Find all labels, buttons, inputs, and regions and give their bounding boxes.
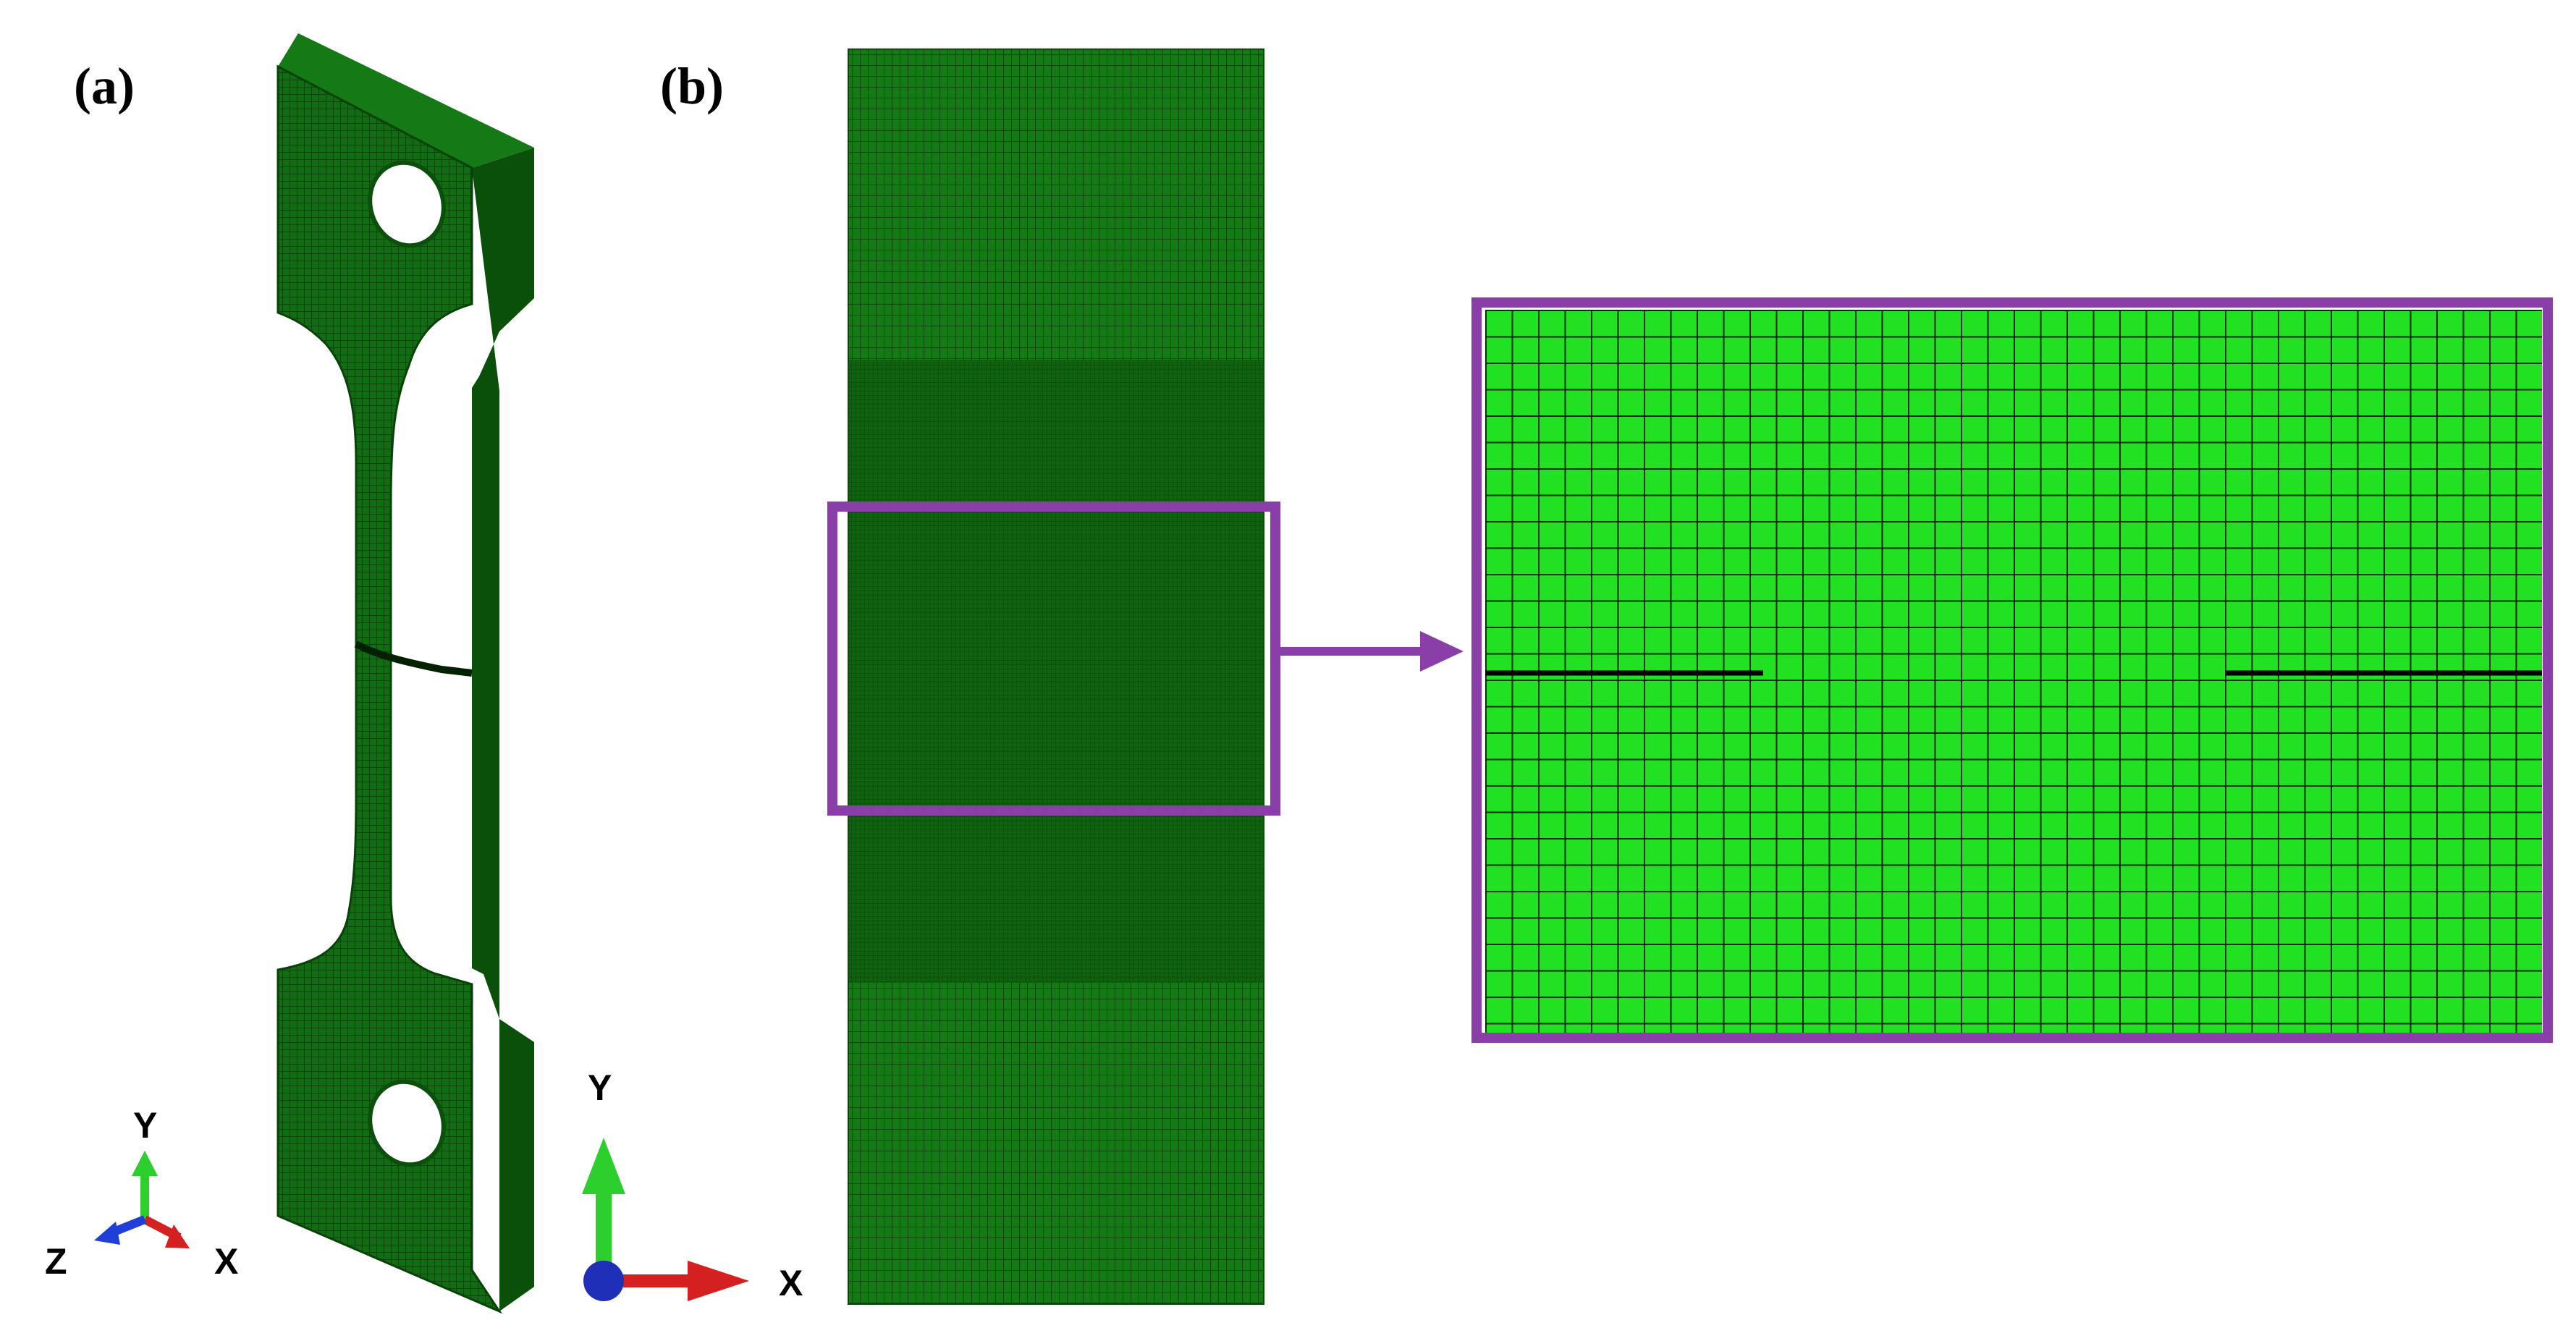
specimen-3d (276, 33, 534, 1314)
axis-b-origin (583, 1261, 624, 1301)
specimen-crack-band (354, 640, 473, 677)
specimen-bottom-hole (368, 1079, 446, 1167)
zoomed-mesh-frame (1471, 297, 2553, 1043)
axis-a-z-label: Z (45, 1241, 67, 1282)
specimen-top-edge (278, 33, 534, 168)
specimen-front-face (276, 64, 503, 1314)
zoomed-mesh (1471, 297, 2553, 1043)
axis-a-x-label: X (214, 1241, 238, 1282)
specimen-side-face (472, 148, 534, 1311)
zoom-region-box (827, 502, 1280, 816)
axis-b-y-label: Y (588, 1067, 612, 1108)
mesh-zone-upper-dense (848, 360, 1264, 521)
panel-a-label: (a) (74, 57, 135, 115)
axis-triad-b: Y X (582, 1067, 803, 1303)
mesh-zone-top-coarse (848, 49, 1264, 360)
mesh-zone-lower-dense (848, 819, 1264, 983)
mesh-zone-center-dense (848, 521, 1264, 819)
mesh-zone-bottom-coarse (848, 983, 1264, 1304)
axis-triad-a: Y Z X (45, 1105, 238, 1282)
specimen-top-hole (368, 160, 446, 248)
axis-a-y-label: Y (133, 1105, 157, 1146)
zoom-arrow (1275, 631, 1464, 672)
mesh-strip (848, 48, 1264, 1305)
panel-b-label: (b) (660, 57, 724, 115)
axis-b-x-label: X (779, 1263, 803, 1303)
